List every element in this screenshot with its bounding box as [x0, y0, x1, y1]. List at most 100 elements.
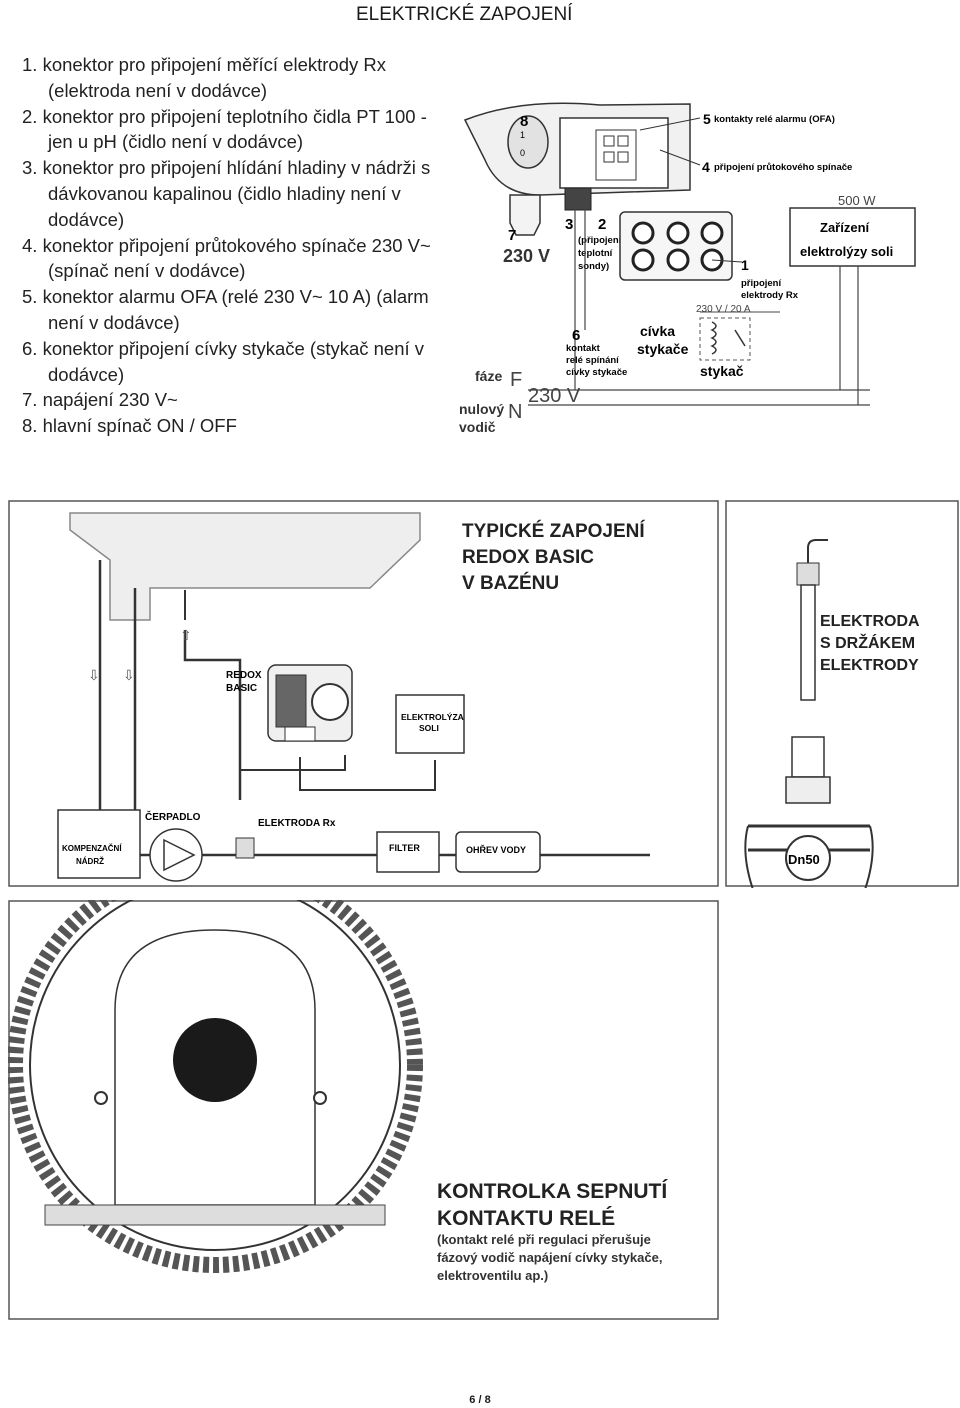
label-4: 4	[702, 159, 710, 175]
electrode-label: ELEKTRODA	[820, 613, 920, 630]
connector-socket	[666, 248, 690, 272]
clamp-size: Dn50	[788, 852, 820, 867]
legend-item: 7. napájení 230 V~	[22, 389, 178, 411]
pool-title: REDOX BASIC	[462, 547, 594, 568]
housing-ring	[8, 900, 423, 1273]
electrolysis-box	[395, 694, 465, 754]
phase-label: fáze	[475, 368, 502, 384]
connector-socket	[666, 221, 690, 245]
electrolysis-label: ELEKTROLÝZA	[401, 711, 464, 722]
mount-base	[44, 1204, 386, 1226]
electrode-panel-frame	[725, 500, 959, 887]
filter-label: FILTER	[389, 843, 420, 853]
page-title: ELEKTRICKÉ ZAPOJENÍ	[356, 4, 573, 25]
connector-socket	[631, 248, 655, 272]
label-2: 2	[598, 216, 606, 233]
device-label: elektrolýzy soli	[800, 244, 893, 259]
flow-arrow: ⇧	[180, 627, 192, 643]
terminal	[617, 151, 629, 163]
cable	[299, 757, 436, 791]
electrolysis-label: SOLI	[419, 723, 439, 733]
connector-socket	[631, 221, 655, 245]
callout-1	[711, 259, 743, 263]
controller-display	[275, 674, 307, 728]
pump	[149, 828, 203, 882]
label-8: 8	[520, 113, 528, 130]
relay-terminals	[595, 129, 637, 181]
main-switch	[507, 115, 549, 169]
pool-basin	[69, 512, 421, 621]
electrode-cap	[796, 562, 820, 586]
label-2-desc: sondy)	[578, 261, 609, 272]
switch-off-mark: 0	[520, 148, 525, 158]
legend-item: 8. hlavní spínač ON / OFF	[22, 415, 237, 437]
label-3: 3	[565, 216, 573, 233]
electrode-label: ELEKTRODY	[820, 657, 919, 674]
contactor-box	[699, 317, 751, 361]
clamp-arcs	[744, 825, 874, 888]
phase-letter: F	[510, 369, 522, 391]
screw	[94, 1091, 108, 1105]
housing-inner	[29, 900, 401, 1251]
tank-label: KOMPENZAČNÍ	[62, 844, 122, 853]
coil-symbol	[710, 321, 717, 355]
indicator-note: elektroventilu ap.)	[437, 1268, 548, 1283]
wiring-diagram: 8 1 0 7 230 V 3 2 (připojení teplotní so…	[459, 102, 916, 435]
electrode-holder-diagram: ELEKTRODA S DRŽÁKEM ELEKTRODY Dn50	[725, 500, 959, 888]
electrolysis-device	[789, 207, 916, 267]
coil-label: cívka	[640, 323, 675, 339]
clamp-center	[785, 835, 831, 881]
label-6-desc: relé spínání	[566, 355, 619, 366]
neutral-label: nulový	[459, 401, 504, 417]
legend-item: 5. konektor alarmu OFA (relé 230 V~ 10 A…	[22, 286, 429, 333]
label-230v: 230 V	[503, 246, 550, 266]
label-6-desc: cívky stykače	[566, 367, 627, 378]
redox-label: BASIC	[226, 683, 257, 694]
neutral-letter: N	[508, 401, 522, 423]
label-2-desc: (připojení	[578, 235, 622, 246]
pump-symbol	[163, 838, 196, 872]
holder-thread	[785, 776, 831, 804]
power-cable-gland	[509, 194, 541, 236]
indicator-lamp	[173, 1018, 257, 1102]
terminal	[617, 135, 629, 147]
water-heater	[455, 831, 541, 873]
terminal	[603, 135, 615, 147]
connector-legend-list: 1. konektor pro připojení měřící elektro…	[22, 52, 452, 439]
legend-item: 1. konektor pro připojení měřící elektro…	[22, 54, 386, 101]
coil-label: stykače	[637, 341, 689, 357]
supply-voltage: 230 V	[528, 385, 581, 407]
cable	[239, 755, 346, 771]
label-4-desc: připojení průtokového spínače	[714, 162, 852, 173]
indicator-note: fázový vodič napájení cívky stykače,	[437, 1250, 662, 1265]
label-7: 7	[508, 227, 516, 244]
electrode-body	[800, 584, 816, 701]
pool-title: TYPICKÉ ZAPOJENÍ	[462, 520, 645, 542]
flow-arrow: ⇩	[88, 667, 100, 683]
flow-arrow: ⇩	[123, 667, 135, 683]
page-number: 6 / 8	[469, 1394, 491, 1406]
legend-item: 4. konektor připojení průtokového spínač…	[22, 234, 431, 282]
callout-5	[639, 117, 701, 131]
device-label: Zařízení	[820, 220, 870, 235]
indicator-lamp-diagram: KONTROLKA SEPNUTÍ KONTAKTU RELÉ (kontakt…	[8, 900, 719, 1320]
label-rating: 230 V / 20 A	[696, 304, 751, 315]
connector-socket	[700, 221, 724, 245]
label-1-desc: připojení	[741, 278, 781, 289]
electrode-tee	[235, 837, 255, 859]
screw	[313, 1091, 327, 1105]
contact-symbol	[734, 329, 746, 347]
electrode-label: ELEKTRODA Rx	[258, 818, 336, 829]
label-2-desc: teplotní	[578, 248, 613, 259]
label-5: 5	[703, 111, 711, 127]
level-sensor-gland	[564, 187, 592, 211]
tank-label: NÁDRŽ	[76, 857, 104, 866]
compensation-tank	[57, 809, 141, 879]
label-1-desc: elektrody Rx	[741, 290, 799, 301]
holder-nut	[791, 736, 825, 778]
heater-label: OHŘEV VODY	[466, 844, 526, 855]
pool-installation-diagram: TYPICKÉ ZAPOJENÍ REDOX BASIC V BAZÉNU ⇩ …	[8, 500, 719, 887]
redox-label: REDOX	[226, 670, 262, 681]
electrode-cable	[807, 539, 828, 563]
indicator-title: KONTROLKA SEPNUTÍ	[437, 1180, 668, 1203]
